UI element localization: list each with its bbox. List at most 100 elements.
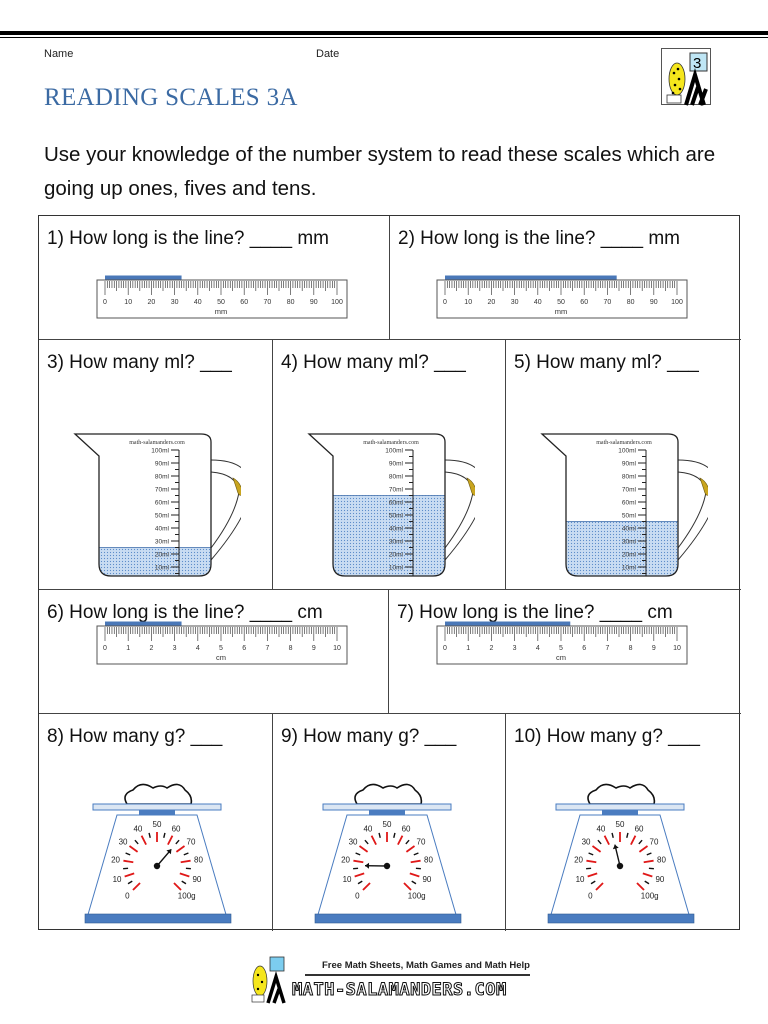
question-text: 2) How long is the line? ____ mm <box>398 228 680 249</box>
svg-text:70: 70 <box>264 299 272 306</box>
svg-text:20ml: 20ml <box>622 552 637 559</box>
footer-logo-salamander-icon <box>251 956 286 1004</box>
svg-text:10: 10 <box>113 875 122 884</box>
date-label: Date <box>316 48 340 60</box>
svg-text:40ml: 40ml <box>155 526 170 533</box>
svg-text:40ml: 40ml <box>389 526 404 533</box>
svg-text:mm: mm <box>215 307 228 316</box>
svg-text:50ml: 50ml <box>389 513 404 520</box>
svg-text:50: 50 <box>217 299 225 306</box>
question-text: 3) How many ml? ___ <box>47 352 232 373</box>
footer-brand-link[interactable]: MATH-SALAMANDERS.COM <box>292 980 507 1001</box>
svg-text:90: 90 <box>310 299 318 306</box>
svg-text:6: 6 <box>242 645 246 652</box>
measuring-jug: math-salamanders.com100ml90ml80ml70ml60m… <box>307 433 475 577</box>
measuring-jug: math-salamanders.com100ml90ml80ml70ml60m… <box>540 433 708 577</box>
svg-text:80: 80 <box>657 855 666 864</box>
svg-text:6: 6 <box>582 645 586 652</box>
svg-text:2: 2 <box>489 645 493 652</box>
svg-text:100: 100 <box>331 299 343 306</box>
name-label: Name <box>44 48 74 60</box>
svg-text:50: 50 <box>616 820 625 829</box>
svg-text:0: 0 <box>103 645 107 652</box>
svg-text:4: 4 <box>536 645 540 652</box>
instructions: Use your knowledge of the number system … <box>44 143 716 200</box>
svg-text:0: 0 <box>443 645 447 652</box>
svg-text:30ml: 30ml <box>389 539 404 546</box>
svg-text:7: 7 <box>605 645 609 652</box>
svg-text:70: 70 <box>604 299 612 306</box>
svg-text:0: 0 <box>103 299 107 306</box>
svg-text:20: 20 <box>574 855 583 864</box>
page-title: READING SCALES 3A <box>44 84 298 111</box>
svg-text:60: 60 <box>580 299 588 306</box>
header-rule-thick <box>0 31 768 35</box>
svg-text:8: 8 <box>289 645 293 652</box>
svg-text:30ml: 30ml <box>622 539 637 546</box>
svg-text:cm: cm <box>556 653 566 662</box>
svg-text:90: 90 <box>655 875 664 884</box>
svg-text:90: 90 <box>192 875 201 884</box>
svg-text:10ml: 10ml <box>622 565 637 572</box>
footer-divider <box>305 974 530 976</box>
question-text: 1) How long is the line? ____ mm <box>47 228 329 249</box>
svg-text:2: 2 <box>149 645 153 652</box>
question-text: 6) How long is the line? ____ cm <box>47 602 323 623</box>
svg-text:0: 0 <box>588 892 593 901</box>
question-cell-3: 3) How many ml? ___ math-salamanders.com… <box>39 340 273 590</box>
question-cell-4: 4) How many ml? ___ math-salamanders.com… <box>273 340 506 590</box>
svg-text:100ml: 100ml <box>618 448 636 455</box>
header-rule-thin <box>0 37 768 38</box>
svg-text:60ml: 60ml <box>389 500 404 507</box>
svg-text:10ml: 10ml <box>389 565 404 572</box>
svg-text:40: 40 <box>363 825 372 834</box>
svg-text:9: 9 <box>652 645 656 652</box>
svg-text:50: 50 <box>383 820 392 829</box>
svg-text:100ml: 100ml <box>385 448 403 455</box>
svg-text:70: 70 <box>187 837 196 846</box>
svg-text:40: 40 <box>194 299 202 306</box>
svg-text:40ml: 40ml <box>622 526 637 533</box>
svg-text:10: 10 <box>124 299 132 306</box>
svg-text:8: 8 <box>629 645 633 652</box>
svg-text:60: 60 <box>172 825 181 834</box>
svg-text:40: 40 <box>133 825 142 834</box>
svg-text:30: 30 <box>349 837 358 846</box>
svg-text:50ml: 50ml <box>622 513 637 520</box>
svg-text:30ml: 30ml <box>155 539 170 546</box>
svg-text:20: 20 <box>341 855 350 864</box>
question-text: 5) How many ml? ___ <box>514 352 699 373</box>
svg-text:50: 50 <box>153 820 162 829</box>
svg-text:70ml: 70ml <box>622 487 637 494</box>
svg-text:100ml: 100ml <box>151 448 169 455</box>
svg-text:50ml: 50ml <box>155 513 170 520</box>
svg-text:mm: mm <box>555 307 568 316</box>
question-text: 4) How many ml? ___ <box>281 352 466 373</box>
svg-text:7: 7 <box>265 645 269 652</box>
svg-text:90ml: 90ml <box>155 461 170 468</box>
svg-text:10ml: 10ml <box>155 565 170 572</box>
svg-text:80ml: 80ml <box>622 474 637 481</box>
svg-text:10: 10 <box>343 875 352 884</box>
svg-text:40: 40 <box>534 299 542 306</box>
svg-text:90ml: 90ml <box>389 461 404 468</box>
svg-text:3: 3 <box>173 645 177 652</box>
question-text: 9) How many g? ___ <box>281 726 457 747</box>
svg-text:0: 0 <box>443 299 447 306</box>
svg-text:0: 0 <box>355 892 360 901</box>
svg-text:1: 1 <box>126 645 130 652</box>
svg-text:20ml: 20ml <box>389 552 404 559</box>
svg-text:60: 60 <box>402 825 411 834</box>
svg-text:40: 40 <box>596 825 605 834</box>
svg-text:20: 20 <box>488 299 496 306</box>
svg-text:80ml: 80ml <box>155 474 170 481</box>
